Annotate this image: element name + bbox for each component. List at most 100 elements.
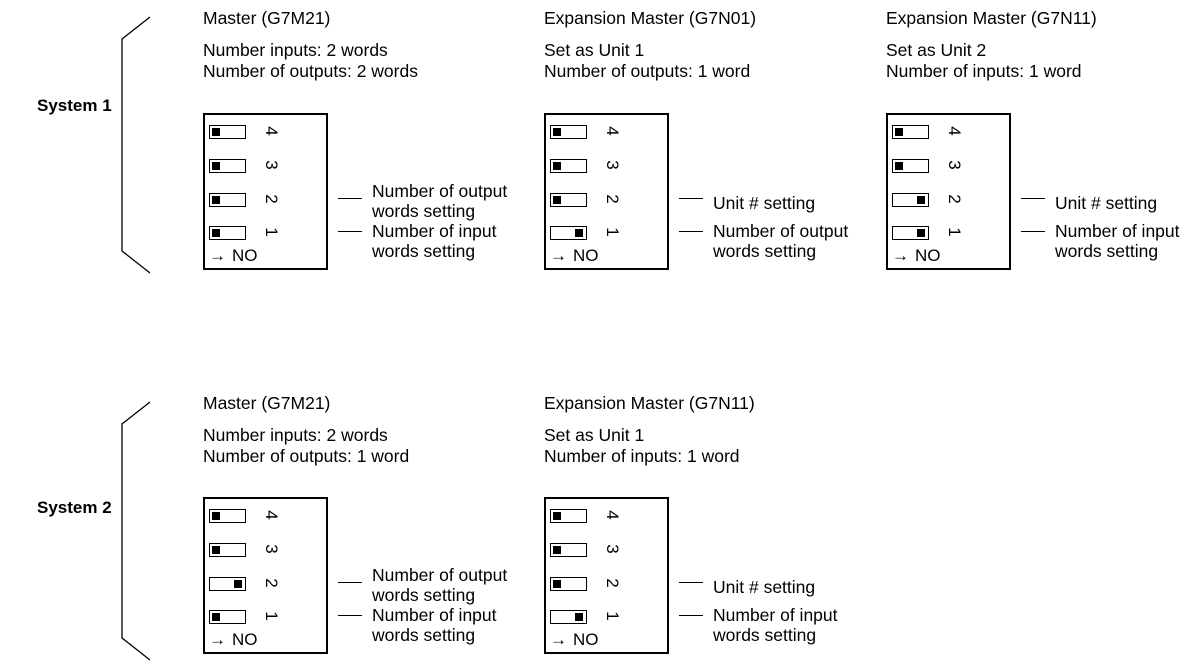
arrow-right-icon: → [209, 246, 226, 265]
dip-switch-4[interactable] [550, 125, 587, 139]
callout-line [1021, 198, 1045, 199]
switch-number: 2 [262, 578, 281, 588]
unit-config-line: Set as Unit 2 [886, 40, 987, 60]
switch-knob [212, 512, 220, 520]
dip-switch-4[interactable] [550, 509, 587, 523]
switch-number: 1 [262, 227, 281, 237]
switch-number: 2 [603, 578, 622, 588]
callout-label: Unit # setting [1055, 193, 1157, 213]
callout-label: Unit # setting [713, 577, 815, 597]
unit-config-line: Number of outputs: 1 word [544, 61, 751, 81]
switch-knob [212, 128, 220, 136]
switch-knob [212, 162, 220, 170]
dip-switch-3[interactable] [550, 543, 587, 557]
on-direction-label: →NO [550, 246, 599, 266]
dip-switch-2[interactable] [209, 193, 246, 207]
switch-knob [895, 162, 903, 170]
callout-text: words setting [372, 241, 476, 261]
callout-text: words setting [372, 585, 476, 605]
switch-knob [212, 613, 220, 621]
dip-switch-1[interactable] [550, 226, 587, 240]
dip-switch-3[interactable] [209, 543, 246, 557]
on-direction-label: → NO [892, 246, 941, 266]
dip-switch-3[interactable] [550, 159, 587, 173]
callout-line [679, 582, 703, 583]
dip-switch-2[interactable] [550, 577, 587, 591]
callout-text: Unit # setting [1055, 193, 1158, 213]
switch-knob [553, 196, 561, 204]
switch-knob [553, 580, 561, 588]
unit-config-line: Number inputs: 2 words [203, 425, 388, 445]
unit-title: Expansion Master (G7N11) [886, 8, 1097, 28]
unit-title: Master (G7M21) [203, 8, 331, 28]
unit-config-line: Set as Unit 1 [544, 425, 645, 445]
unit-config-line: Number of outputs: 1 word [203, 446, 410, 466]
switch-knob [212, 196, 220, 204]
on-direction-label: → NO [209, 246, 258, 266]
callout-label: Unit # setting [713, 193, 815, 213]
switch-number: 4 [603, 510, 622, 520]
switch-knob [553, 128, 561, 136]
unit-title: Master (G7M21) [203, 393, 331, 413]
unit-config-line: Number of outputs: 2 words [203, 61, 418, 81]
switch-knob [917, 196, 925, 204]
dip-switch-1[interactable] [209, 226, 246, 240]
unit-title: Expansion Master (G7N11) [544, 393, 755, 413]
switch-number: 2 [262, 194, 281, 204]
dip-switch-1[interactable] [550, 610, 587, 624]
arrow-right-icon: → [550, 246, 567, 265]
callout-line [338, 615, 362, 616]
callout-text: Number of output [372, 181, 508, 201]
dip-switch-3[interactable] [209, 159, 246, 173]
dip-switch-4[interactable] [209, 509, 246, 523]
callout-text: Unit # setting [713, 193, 816, 213]
callout-text: words setting [372, 201, 476, 221]
callout-line [679, 198, 703, 199]
dip-switch-3[interactable] [892, 159, 929, 173]
callout-line [679, 615, 703, 616]
callout-text: words setting [713, 625, 817, 645]
on-direction-label: → NO [209, 630, 258, 650]
callout-text: Number of input [372, 605, 497, 625]
unit-config-line: Set as Unit 1 [544, 40, 645, 60]
switch-number: 3 [603, 544, 622, 554]
arrow-right-icon: → [892, 246, 909, 265]
switch-number: 3 [262, 544, 281, 554]
unit-config-line: Number of inputs: 1 word [544, 446, 740, 466]
arrow-right-icon: → [209, 630, 226, 649]
dip-switch-4[interactable] [209, 125, 246, 139]
dip-switch-2[interactable] [550, 193, 587, 207]
no-label: NO [232, 246, 258, 265]
switch-knob [234, 580, 242, 588]
callout-text: Number of input [713, 605, 838, 625]
switch-knob [553, 512, 561, 520]
system-label: System 2 [37, 498, 112, 517]
switch-number: 1 [945, 227, 964, 237]
callout-text: Number of output [713, 221, 849, 241]
switch-number: 1 [603, 227, 622, 237]
unit-title: Expansion Master (G7N01) [544, 8, 757, 28]
no-label: NO [232, 630, 258, 649]
dip-switch-4[interactable] [892, 125, 929, 139]
dip-switch-1[interactable] [209, 610, 246, 624]
callout-text: words setting [372, 625, 476, 645]
callout-line [338, 231, 362, 232]
dip-switch-2[interactable] [209, 577, 246, 591]
no-label: NO [915, 246, 941, 265]
switch-knob [575, 613, 583, 621]
callout-text: Number of output [372, 565, 508, 585]
switch-number: 2 [945, 194, 964, 204]
switch-knob [553, 162, 561, 170]
switch-knob [212, 546, 220, 554]
dip-switch-1[interactable] [892, 226, 929, 240]
callout-line [338, 198, 362, 199]
dip-switch-2[interactable] [892, 193, 929, 207]
